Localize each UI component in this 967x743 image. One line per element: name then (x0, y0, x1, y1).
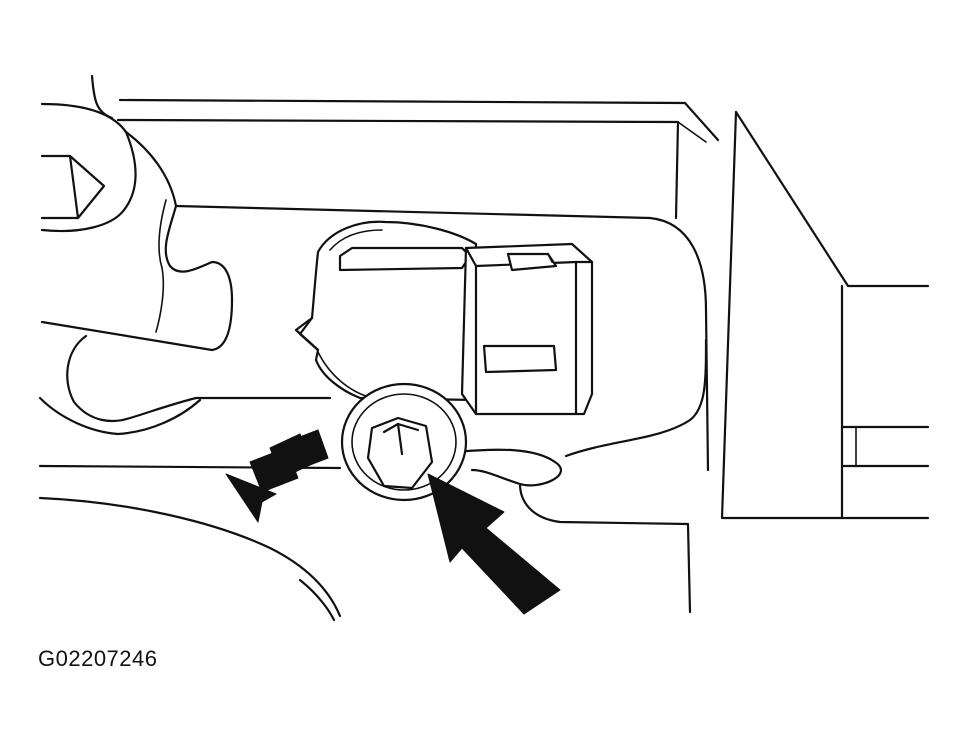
side-bracket (720, 110, 930, 520)
figure-code-label: G02207246 (38, 646, 158, 671)
dashed-arrow-left-icon (225, 429, 329, 523)
sensor-body (294, 220, 478, 402)
bold-arrow-pointer-icon (427, 473, 561, 615)
engine-block (38, 74, 332, 436)
cover-panel (116, 98, 720, 614)
sensor-connector (460, 242, 594, 416)
mounting-bolt (340, 382, 468, 502)
